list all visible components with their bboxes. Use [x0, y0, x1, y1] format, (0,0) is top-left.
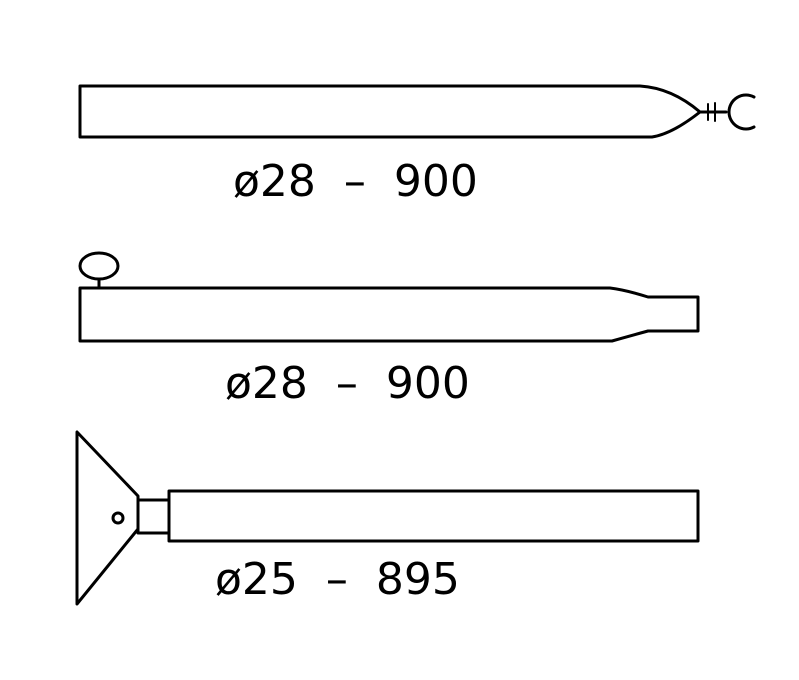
thumb-screw-icon — [78, 251, 120, 281]
pole-2 — [78, 251, 700, 343]
suction-foot-icon — [75, 430, 140, 606]
suction-foot-hole — [111, 511, 125, 525]
pole-3 — [75, 430, 700, 606]
pole-1-tube — [78, 84, 702, 139]
pole-1 — [78, 84, 756, 139]
pole-2-tube — [78, 286, 700, 343]
part-1-dimension-label: ø28 – 900 — [233, 156, 478, 207]
part-3-dimension-label: ø25 – 895 — [215, 554, 460, 605]
part-2-dimension-label: ø28 – 900 — [225, 358, 470, 409]
pole-3-connector — [136, 498, 171, 535]
hook-ring-icon — [727, 93, 756, 131]
pole-3-tube — [167, 489, 700, 543]
